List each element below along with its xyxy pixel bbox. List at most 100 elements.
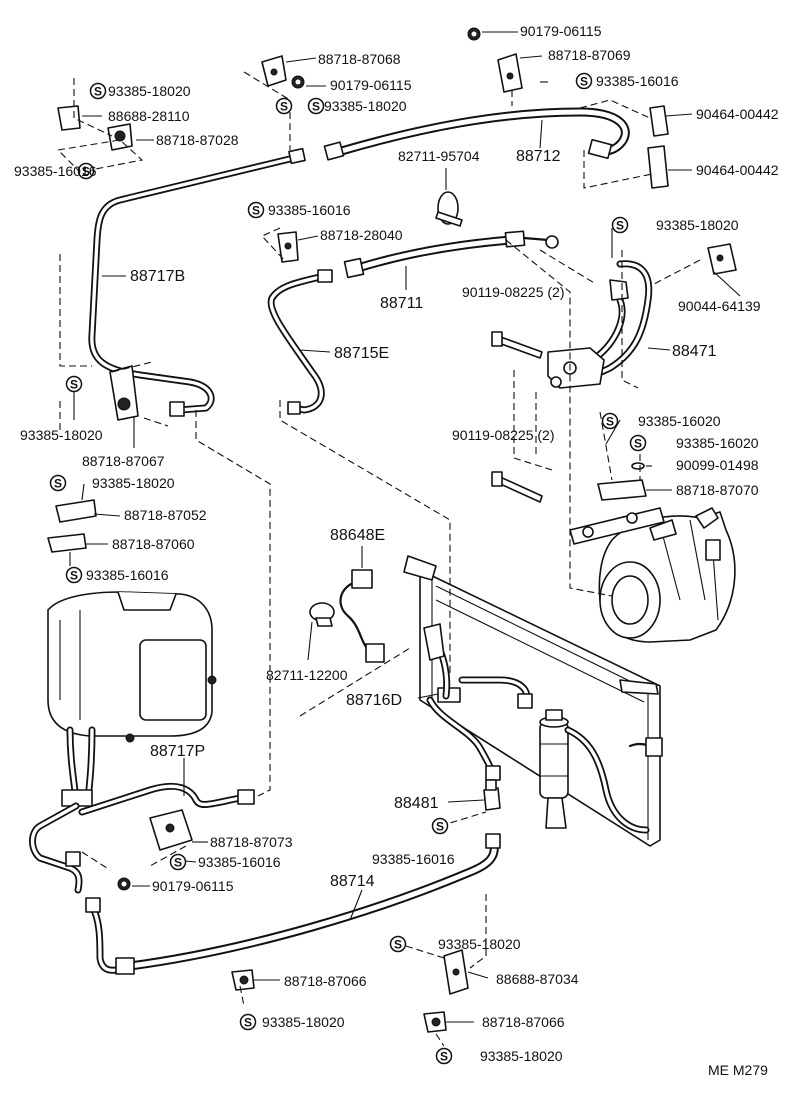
small-parts <box>47 27 737 1033</box>
label-90179-06115-c: 90179-06115 <box>152 878 234 894</box>
receiver-dryer <box>539 709 569 829</box>
label-ref-code: ME M279 <box>708 1062 768 1078</box>
label-93385-16016-e: 93385-16016 <box>198 854 281 870</box>
label-90179-06115-b: 90179-06115 <box>330 77 412 93</box>
svg-text:S: S <box>280 100 288 114</box>
label-88717B: 88717B <box>130 268 185 285</box>
tube-88471 <box>547 260 653 389</box>
washer-s-symbol: S <box>611 216 629 234</box>
label-88481: 88481 <box>394 795 439 812</box>
svg-text:S: S <box>82 165 90 179</box>
hose-88714 <box>85 833 501 975</box>
label-88718-87069: 88718-87069 <box>548 47 631 63</box>
hose-88712 <box>323 107 630 161</box>
label-90464-00442-a: 90464-00442 <box>696 106 779 122</box>
label-93385-16020-b: 93385-16020 <box>676 435 759 451</box>
label-88714: 88714 <box>330 873 375 890</box>
label-88718-87060: 88718-87060 <box>112 536 195 552</box>
label-93385-18020-a: 93385-18020 <box>108 83 191 99</box>
dashed-reference-lines <box>56 71 701 1047</box>
svg-text:S: S <box>634 437 642 451</box>
compressor <box>598 507 736 643</box>
label-93385-18020-g: 93385-18020 <box>262 1014 345 1030</box>
label-93385-18020-d: 93385-18020 <box>20 427 103 443</box>
washer-s-symbol: S <box>49 474 67 492</box>
washer-s-symbol: S <box>431 817 449 835</box>
label-88718-87066-b: 88718-87066 <box>482 1014 565 1030</box>
label-88471: 88471 <box>672 343 717 360</box>
washer-s-symbol: S <box>275 97 293 115</box>
svg-text:S: S <box>606 415 614 429</box>
label-90119-08225-a: 90119-08225 (2) <box>462 284 564 300</box>
label-88718-87066-a: 88718-87066 <box>284 973 367 989</box>
label-93385-18020-c: 93385-18020 <box>656 217 739 233</box>
washer-s-symbol: S <box>239 1013 257 1031</box>
tube-88716D <box>423 623 650 834</box>
svg-text:S: S <box>394 938 402 952</box>
label-93385-16020-a: 93385-16020 <box>638 413 721 429</box>
svg-text:S: S <box>54 477 62 491</box>
label-88711: 88711 <box>380 295 423 312</box>
label-93385-16016-b: 93385-16016 <box>14 163 97 179</box>
label-90119-08225-b: 90119-08225 (2) <box>452 427 554 443</box>
svg-text:S: S <box>440 1050 448 1064</box>
washer-s-symbol: S <box>169 853 187 871</box>
washer-s-symbol: S <box>435 1047 453 1065</box>
washer-s-symbol: S <box>247 201 265 219</box>
label-93385-16016-d: 93385-16016 <box>86 567 169 583</box>
tube-88717B <box>88 147 306 417</box>
washer-s-symbol: S <box>629 434 647 452</box>
label-88712: 88712 <box>516 148 561 165</box>
label-93385-16016-f: 93385-16016 <box>372 851 455 867</box>
label-88718-87052: 88718-87052 <box>124 507 207 523</box>
label-90044-64139: 90044-64139 <box>678 298 761 314</box>
svg-text:S: S <box>436 820 444 834</box>
label-88715E: 88715E <box>334 345 389 362</box>
label-82711-95704: 82711-95704 <box>398 148 480 164</box>
label-88718-87070: 88718-87070 <box>676 482 759 498</box>
label-88716D: 88716D <box>346 692 402 709</box>
label-88718-87028: 88718-87028 <box>156 132 239 148</box>
label-90179-06115-top: 90179-06115 <box>520 23 602 39</box>
svg-text:S: S <box>94 85 102 99</box>
svg-text:S: S <box>174 856 182 870</box>
evaporator-unit <box>47 591 217 807</box>
s-symbols: S S S S S S S S S S S S S S S S S <box>49 72 647 1065</box>
tube-88717P <box>29 782 255 894</box>
label-93385-18020-b: 93385-18020 <box>324 98 407 114</box>
label-88718-87073: 88718-87073 <box>210 834 293 850</box>
washer-s-symbol: S <box>601 412 619 430</box>
label-93385-16016-a: 93385-16016 <box>596 73 679 89</box>
washer-s-symbol: S <box>89 82 107 100</box>
label-90464-00442-b: 90464-00442 <box>696 162 779 178</box>
label-93385-18020-e: 93385-18020 <box>92 475 175 491</box>
part-labels: 90179-06115 88718-87068 88718-87069 9338… <box>14 23 779 1078</box>
washer-s-symbol: S <box>389 935 407 953</box>
washer-s-symbol: S <box>307 97 325 115</box>
label-90099-01498: 90099-01498 <box>676 457 759 473</box>
label-88648E: 88648E <box>330 527 385 544</box>
hose-88711 <box>343 230 559 279</box>
label-88718-87068: 88718-87068 <box>318 51 401 67</box>
washer-s-symbol: S <box>65 375 83 393</box>
svg-text:S: S <box>580 75 588 89</box>
svg-text:S: S <box>70 378 78 392</box>
washer-s-symbol: S <box>77 162 95 180</box>
label-93385-18020-f: 93385-18020 <box>438 936 521 952</box>
label-88688-87034: 88688-87034 <box>496 971 579 987</box>
label-88717P: 88717P <box>150 743 205 760</box>
label-93385-16016-c: 93385-16016 <box>268 202 351 218</box>
label-88718-87067: 88718-87067 <box>82 453 165 469</box>
label-88718-28040: 88718-28040 <box>320 227 403 243</box>
tube-88715E <box>267 269 333 415</box>
washer-s-symbol: S <box>65 566 83 584</box>
label-82711-12200: 82711-12200 <box>266 667 348 683</box>
svg-text:S: S <box>616 219 624 233</box>
svg-text:S: S <box>312 100 320 114</box>
svg-text:S: S <box>244 1016 252 1030</box>
svg-text:S: S <box>252 204 260 218</box>
svg-text:S: S <box>70 569 78 583</box>
washer-s-symbol: S <box>575 72 593 90</box>
label-88688-28110: 88688-28110 <box>108 108 190 124</box>
